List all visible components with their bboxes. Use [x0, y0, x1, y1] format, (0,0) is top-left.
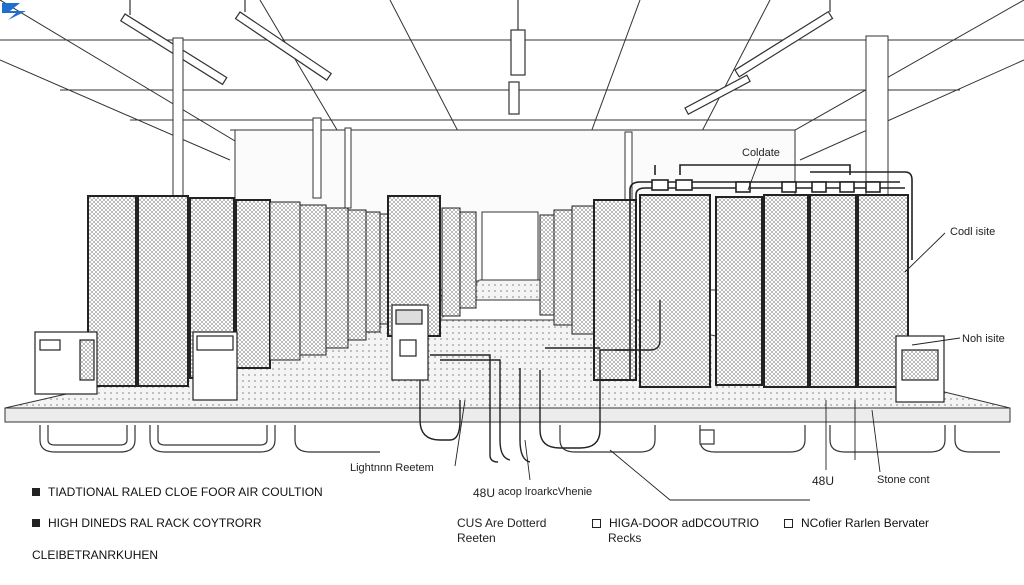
callout-48u-center: 48U [473, 486, 496, 500]
legend-item-3: CLEIBETRANRKUHEN [32, 548, 158, 562]
ceiling-lights [119, 0, 834, 115]
legend-traditional-raised-floor: TIADTIONAL RALED CLOE FOOR AIR COULTION [32, 485, 323, 499]
callout-lightning-bracket: Lightnnn Reetem [350, 462, 434, 474]
right-rack-row [539, 194, 909, 388]
legend-label: HIGH DINEDS RAL RACK COYTRORR [48, 516, 262, 530]
callout-leaders [454, 157, 961, 501]
legend-cus-line1: CUS Are Dotterd [457, 516, 547, 530]
callout-48u-center-sub: acop lroarkcVhenie [498, 486, 593, 498]
legend-square-icon [784, 518, 793, 528]
legend-label: NCofier Rarlen Bervater [801, 516, 930, 530]
callout-cold-isle: Codl isite [950, 226, 996, 238]
legend-square-icon [32, 519, 40, 527]
brand-swoosh-icon [2, 3, 26, 20]
legend-square-icon [32, 488, 40, 496]
legend-label: HIGA-DOOR adDCOUTRIO [609, 516, 760, 530]
callout-48u-right: 48U [812, 474, 835, 488]
legend-high-door: HIGA-DOOR adDCOUTRIO [592, 516, 759, 530]
callout-hot-isle: Noh isite [962, 333, 1005, 345]
legend-rear-door: NCofier Rarlen Bervater [784, 516, 929, 530]
legend-label: CLEIBETRANRKUHEN [32, 548, 159, 562]
callout-stone-cont: Stone cont [877, 474, 930, 486]
underfloor-pipes [39, 425, 1000, 453]
cooling-units [34, 331, 945, 403]
callout-cold-pipe: Coldate [742, 147, 780, 159]
legend-high-density-rack: HIGH DINEDS RAL RACK COYTRORR [32, 516, 262, 530]
legend-square-icon [592, 518, 601, 528]
legend-high-door-line2: Recks [608, 531, 642, 545]
floor-coolant-pipes [419, 300, 661, 463]
cdu-cabinet [391, 304, 429, 381]
coolant-manifold [629, 164, 913, 380]
legend-cus-line2: Reeten [457, 531, 496, 545]
drop-pipes [172, 35, 889, 209]
legend-label: TIADTIONAL RALED CLOE FOOR AIR COULTION [48, 485, 323, 499]
